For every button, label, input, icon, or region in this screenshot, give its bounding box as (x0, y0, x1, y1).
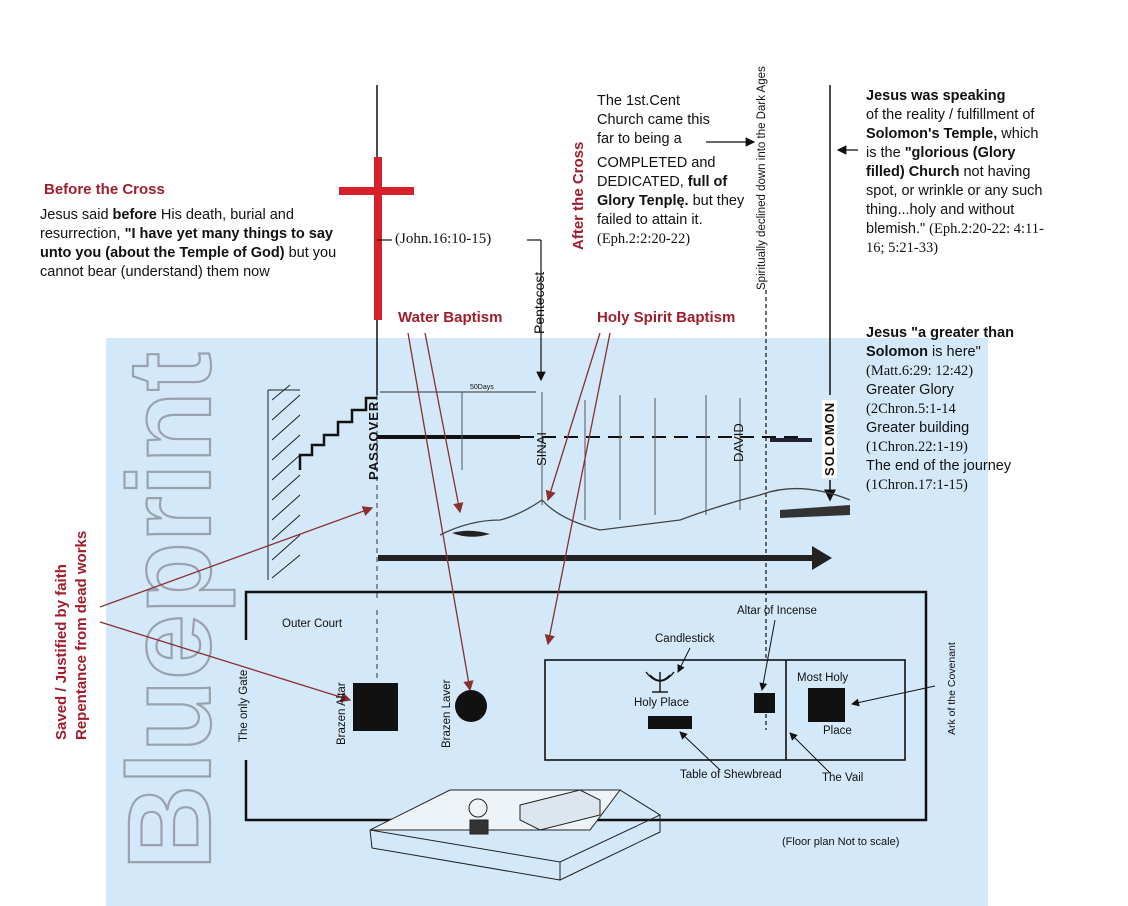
solomon-text: Jesus was speaking of the reality / fulf… (866, 88, 1044, 256)
pentecost-label: Pentecost (531, 271, 547, 334)
shewbread-shape (648, 716, 692, 729)
solomon-label: SOLOMON (822, 399, 837, 478)
brazen-laver-shape (455, 690, 487, 722)
brazen-altar-label: Brazen Altar (336, 682, 348, 745)
john-reference: (John.16:10-15) (395, 231, 492, 247)
brazen-altar-shape (353, 683, 398, 731)
water-baptism-label: Water Baptism (398, 309, 503, 326)
most-holy-place-label: Place (823, 725, 852, 737)
david-label: DAVID (731, 423, 746, 462)
sinai-label: SINAI (534, 432, 549, 466)
greater-than-solomon-text: Jesus "a greater than Solomon is here" (… (866, 325, 1014, 493)
church-text: COMPLETED and DEDICATED, full of Glory T… (597, 155, 745, 247)
candlestick-shape (645, 671, 675, 693)
sanctuary-wall (544, 659, 906, 761)
before-cross-heading: Before the Cross (44, 181, 165, 198)
altar-of-incense-label: Altar of Incense (737, 605, 817, 617)
ark-label: Ark of the Covenant (946, 642, 958, 735)
tabernacle-sketch (369, 789, 662, 881)
fifty-days-label: 50Days (470, 384, 494, 391)
only-gate-label: The only Gate (238, 669, 250, 742)
cross-horizontal (339, 187, 414, 195)
shewbread-label: Table of Shewbread (680, 769, 782, 781)
vail-label: The Vail (822, 772, 864, 784)
floor-plan-note: (Floor plan Not to scale) (782, 836, 900, 848)
before-cross-text: Jesus said before His death, burial and … (40, 207, 337, 280)
dark-ages-label: Spiritually declined down into the Dark … (756, 66, 768, 290)
most-holy-label: Most Holy (797, 672, 849, 684)
blueprint-word: Blueprint (104, 352, 236, 870)
brazen-laver-label: Brazen Laver (441, 679, 453, 748)
holy-spirit-baptism-label: Holy Spirit Baptism (597, 309, 736, 326)
passover-label: PASSOVER (366, 400, 381, 480)
candlestick-label: Candlestick (655, 633, 715, 645)
incense-altar-shape (754, 693, 775, 713)
ark-shape (808, 688, 845, 722)
outer-court-label: Outer Court (282, 618, 343, 630)
saved-label: Saved / Justified by faith Repentance fr… (53, 530, 90, 740)
after-cross-label: After the Cross (570, 141, 587, 250)
cross-vertical (374, 157, 382, 320)
holy-place-label: Holy Place (634, 697, 689, 709)
church-text-top: The 1st.Cent Church came this far to bei… (597, 93, 710, 147)
